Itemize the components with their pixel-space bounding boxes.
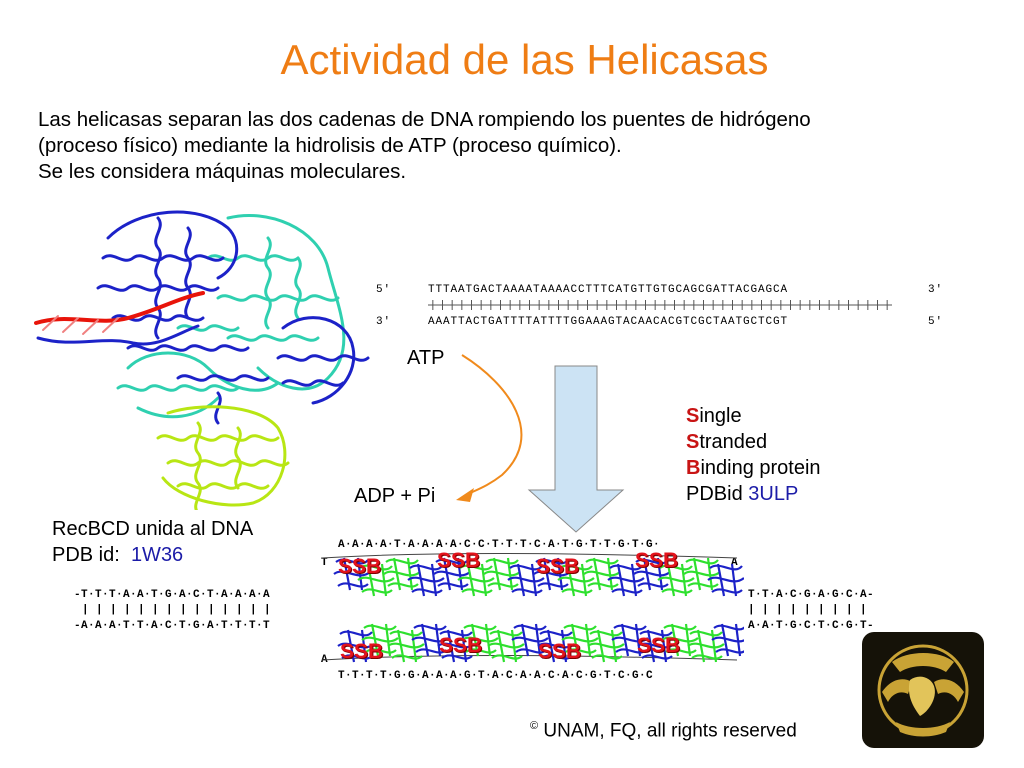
right-duplex-bottom: A·A·T·G·C·T·C·G·T-	[748, 620, 875, 632]
ssb-protein-ribbon	[587, 629, 625, 663]
copyright-notice: © UNAM, FQ, all rights reserved	[530, 720, 797, 742]
ssb-protein-ribbon	[337, 629, 375, 663]
ssb-protein-ribbon	[437, 629, 475, 663]
left-duplex-bonds: | | | | | | | | | | | | | |	[82, 604, 272, 616]
ssb-protein-chain	[321, 553, 744, 663]
recbcd-protein-structure	[34, 210, 370, 510]
ssb-protein-ribbon	[507, 563, 545, 597]
ssb-protein-ribbon	[533, 557, 571, 591]
ssb-protein-ribbon	[383, 557, 421, 591]
ssb-label-bottom-2: SSB	[439, 634, 483, 657]
ssb-label-bottom-1: SSB	[340, 640, 384, 663]
ssb-protein-ribbon	[633, 557, 671, 591]
ssb-legend-line-2: Stranded	[686, 431, 768, 453]
intro-line-1: Las helicasas separan las dos cadenas de…	[38, 108, 811, 131]
dna-bottom-sequence: AAATTACTGATTTTATTTTGGAAAGTACAACACGTCGCTA…	[428, 316, 789, 328]
recbcd-caption: RecBCD unida al DNA	[52, 518, 254, 540]
left-duplex-bottom: -A·A·A·T·T·A·C·T·G·A·T·T·T·T	[74, 620, 271, 632]
ss-top-strand: A·A·A·A·T·A·A·A·A·C·C·T·T·T·C·A·T·G·T·T·…	[338, 539, 661, 551]
ssb-protein-ribbon	[433, 557, 471, 591]
dna-top-3prime: 3′	[928, 284, 944, 296]
ssb-protein-ribbon	[637, 629, 675, 663]
ssb-protein-ribbon	[661, 623, 699, 657]
slide-title: Actividad de las Helicasas	[280, 36, 769, 83]
ss-end-a-top: A	[731, 557, 739, 569]
ssb-label-top-1: SSB	[338, 555, 382, 578]
ssb-protein-ribbon	[361, 623, 399, 657]
ssb-protein-ribbon	[511, 623, 549, 657]
protein-blue-domain	[96, 210, 370, 425]
dna-top-sequence: TTTAATGACTAAAATAAAACCTTTCATGTTGTGCAGCGAT…	[428, 284, 789, 296]
ssb-protein-ribbon	[483, 557, 521, 591]
atp-hydrolysis-arrow	[456, 354, 523, 502]
ssb-legend-line-3: Binding protein	[686, 457, 821, 479]
ssb-protein-ribbon	[411, 623, 449, 657]
ssb-protein-ribbon	[461, 623, 499, 657]
big-down-arrow	[527, 365, 625, 533]
ssb-label-bottom-4: SSB	[637, 634, 681, 657]
ssb-protein-ribbon	[457, 563, 495, 597]
ssb-protein-ribbon	[537, 629, 575, 663]
right-duplex-top: T·T·A·C·G·A·G·C·A-	[748, 589, 875, 601]
atp-label: ATP	[407, 347, 445, 369]
dna-top-5prime: 5′	[376, 284, 392, 296]
ssb-legend-line-1: Single	[686, 405, 742, 427]
intro-line-3: Se les considera máquinas moleculares.	[38, 160, 407, 183]
ss-end-t: T	[321, 557, 329, 569]
recbcd-pdb-id: PDB id: 1W36	[52, 544, 184, 566]
ssb-label-bottom-3: SSB	[538, 640, 582, 663]
ssb-protein-ribbon	[557, 563, 595, 597]
ssb-protein-ribbon	[561, 623, 599, 657]
ssb-protein-ribbon	[683, 557, 721, 591]
ssb-protein-ribbon	[357, 563, 395, 597]
ssb-pdb-id: PDBid 3ULP	[686, 483, 799, 505]
ssb-protein-ribbon	[607, 563, 645, 597]
unam-seal-logo	[862, 632, 984, 748]
adp-pi-label: ADP + Pi	[354, 485, 436, 507]
right-duplex-bonds: | | | | | | | | |	[748, 604, 868, 616]
ssb-protein-ribbon	[687, 629, 725, 663]
ssb-protein-ribbon	[657, 563, 695, 597]
protein-lime-domain	[156, 405, 290, 510]
ssb-protein-ribbon	[611, 623, 649, 657]
ssb-label-top-4: SSB	[635, 549, 679, 572]
ssb-protein-ribbon	[583, 557, 621, 591]
ssb-label-top-3: SSB	[536, 555, 580, 578]
ssb-protein-ribbon	[711, 623, 744, 657]
left-duplex-top: -T·T·T·A·A·T·G·A·C·T·A·A·A·A	[74, 589, 271, 601]
intro-line-2: (proceso físico) mediante la hidrolisis …	[38, 134, 622, 157]
dna-hydrogen-bond-ladder	[428, 300, 892, 310]
dna-strand-in-protein	[34, 291, 205, 346]
dna-bottom-3prime: 3′	[376, 316, 392, 328]
ssb-protein-ribbon	[707, 563, 744, 597]
ssb-protein-ribbon	[387, 629, 425, 663]
ssb-protein-ribbon	[487, 629, 525, 663]
dna-bottom-5prime: 5′	[928, 316, 944, 328]
ssb-protein-ribbon	[333, 557, 371, 591]
ssb-label-top-2: SSB	[437, 549, 481, 572]
ssb-protein-ribbon	[407, 563, 445, 597]
ss-bottom-strand: T·T·T·T·G·G·A·A·A·G·T·A·C·A·A·C·A·C·G·T·…	[338, 670, 654, 682]
